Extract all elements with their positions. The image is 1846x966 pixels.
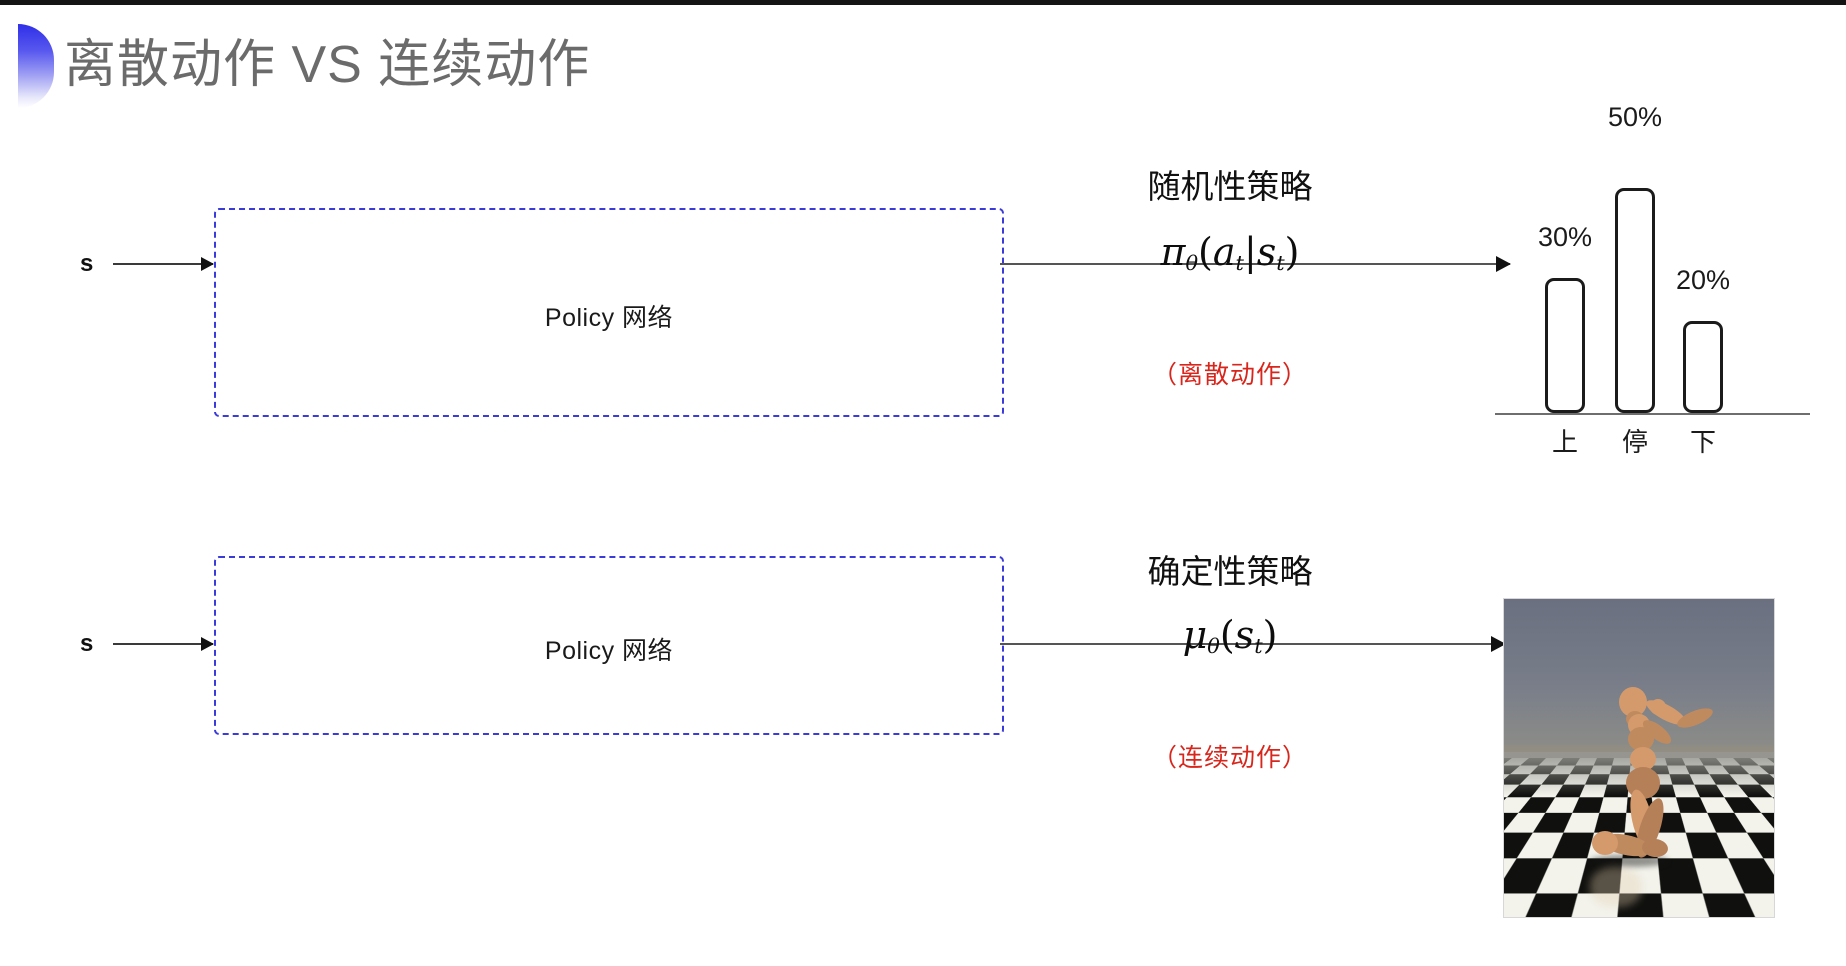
action-note-continuous: （连续动作） <box>1151 744 1308 772</box>
state-label-continuous: s <box>80 630 94 657</box>
formula-paren-open: ( <box>1198 230 1213 274</box>
formula-action-sub: t <box>1235 251 1244 276</box>
formula-paren-close: ) <box>1284 230 1300 274</box>
policy-type-discrete: 随机性策略 <box>1147 168 1313 205</box>
humanoid-shadow <box>1590 855 1668 867</box>
input-arrow-discrete <box>113 257 214 271</box>
bar-up <box>1545 278 1585 413</box>
bar-down <box>1683 321 1723 413</box>
humanoid-left-foot <box>1592 831 1618 855</box>
chart-x-axis <box>1495 413 1810 415</box>
formula-theta-subscript-2: θ <box>1207 634 1220 659</box>
action-probability-chart: 30% 上 50% 停 20% 下 <box>1495 102 1810 457</box>
policy-network-box-discrete[interactable]: Policy 网络 <box>214 208 1004 417</box>
formula-paren-close-2: ) <box>1262 613 1278 657</box>
formula-state-sub-2: t <box>1254 634 1263 659</box>
policy-type-continuous: 确定性策略 <box>1147 553 1313 590</box>
formula-action: a <box>1212 230 1236 274</box>
bar-category-stop: 停 <box>1621 427 1648 457</box>
top-frame-strip <box>0 0 1846 5</box>
bar-value-up: 30% <box>1537 222 1593 252</box>
formula-discrete-policy: πθ(at|st) <box>1080 230 1380 275</box>
page-title: 离散动作 VS 连续动作 <box>64 36 591 94</box>
formula-theta-subscript: θ <box>1185 251 1199 276</box>
action-note-discrete: （离散动作） <box>1151 361 1308 389</box>
formula-state-sub: t <box>1276 251 1285 276</box>
state-label-discrete: s <box>80 250 94 277</box>
formula-bar: | <box>1243 230 1257 274</box>
output-arrow-continuous <box>1000 636 1506 652</box>
input-arrow-continuous <box>113 637 214 651</box>
bar-category-up: 上 <box>1551 427 1578 457</box>
policy-network-box-continuous[interactable]: Policy 网络 <box>214 556 1004 735</box>
bar-category-down: 下 <box>1689 427 1716 457</box>
formula-mu-symbol: μ <box>1182 613 1208 657</box>
formula-state-2: s <box>1234 613 1255 657</box>
humanoid-simulation-image <box>1503 598 1775 918</box>
title-accent-shape <box>18 24 54 108</box>
humanoid-reflection <box>1590 867 1642 907</box>
bar-value-stop: 50% <box>1607 102 1663 132</box>
formula-paren-open-2: ( <box>1219 613 1235 657</box>
formula-state: s <box>1256 230 1277 274</box>
policy-network-label-discrete: Policy 网络 <box>544 304 674 332</box>
bar-value-down: 20% <box>1675 265 1731 295</box>
bar-stop <box>1615 188 1655 413</box>
output-arrow-discrete <box>1000 256 1511 272</box>
formula-continuous-policy: μθ(st) <box>1080 613 1380 658</box>
policy-network-label-continuous: Policy 网络 <box>544 637 674 665</box>
formula-pi-symbol: π <box>1160 230 1186 274</box>
